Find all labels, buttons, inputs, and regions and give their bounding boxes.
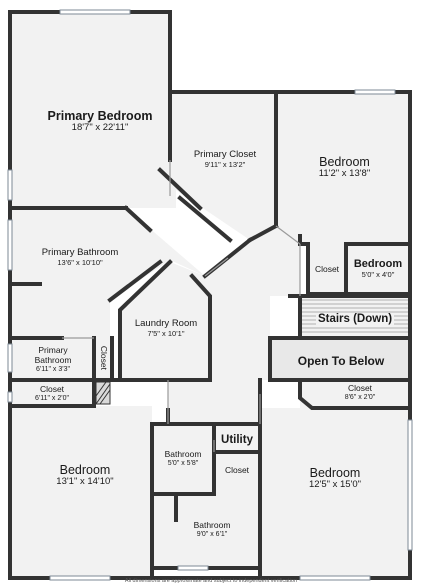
doors <box>62 160 301 452</box>
room-name: Closet <box>98 345 109 370</box>
label-bedroom-ne: Bedroom 11'2" x 13'8" <box>282 155 407 180</box>
label-bathroom-1: Bathroom 5'0" x 5'8" <box>152 449 214 468</box>
label-utility: Utility <box>214 430 260 448</box>
room-dims: 13'1" x 14'10" <box>56 476 114 488</box>
label-primary-bedroom: Primary Bedroom 18'7" x 22'11" <box>30 109 170 134</box>
floor-bedroom-se <box>260 408 410 578</box>
room-name: Bedroom <box>319 155 370 169</box>
room-name: Closet <box>314 264 340 274</box>
label-open-below: Open To Below <box>272 352 410 370</box>
room-dims: 5'0" x 4'0" <box>361 269 395 279</box>
label-closet-w: Closet 6'11" x 2'0" <box>10 384 94 403</box>
floor-bedroom-sw <box>10 406 152 578</box>
floor-closet-w <box>10 380 94 406</box>
floor-bathroom-1 <box>152 424 214 494</box>
room-name: Stairs (Down) <box>315 313 395 325</box>
label-closet-mid: Closet <box>214 465 260 476</box>
hatch-closet <box>95 381 111 405</box>
room-dims: 5'0" x 5'8" <box>167 459 199 467</box>
label-primary-bathroom-small: Primary Bathroom 6'11" x 3'3" <box>12 345 94 374</box>
room-dims: 12'5" x 15'0" <box>308 479 362 491</box>
room-name: Bedroom <box>309 466 361 480</box>
label-bedroom-small: Bedroom 5'0" x 4'0" <box>346 258 410 279</box>
room-dims: 9'0" x 6'1" <box>196 530 228 538</box>
room-name: Primary Bathroom <box>41 247 119 258</box>
floor-primary-bedroom <box>10 12 176 208</box>
room-name: Bathroom <box>193 520 231 530</box>
room-name: Bathroom <box>164 449 202 459</box>
label-closet-ne: Closet <box>308 264 346 275</box>
room-dims: 8'6" x 2'0" <box>344 393 376 401</box>
room-name: Utility <box>221 434 253 446</box>
floor-bathroom-2 <box>152 494 260 568</box>
room-dims: 11'2" x 13'8" <box>318 168 371 180</box>
label-laundry: Laundry Room 7'5" x 10'1" <box>122 318 210 339</box>
room-dims: 18'7" x 22'11" <box>71 122 129 134</box>
floor-closet-vertical <box>94 338 112 380</box>
room-name: Laundry Room <box>134 318 198 329</box>
room-name: Closet <box>347 383 373 393</box>
floor-bedroom-ne <box>276 92 410 244</box>
floor-bedroom-small <box>346 244 410 294</box>
room-name: Closet <box>39 384 65 394</box>
open-below-area <box>272 340 410 378</box>
floor-primary-bath-small <box>10 338 94 380</box>
label-bedroom-sw: Bedroom 13'1" x 14'10" <box>20 463 150 488</box>
room-dims: 6'11" x 2'0" <box>35 394 69 402</box>
room-name: Primary Closet <box>193 149 257 160</box>
room-name-line2: Bathroom <box>34 354 72 365</box>
floor-fills <box>10 12 410 578</box>
floor-primary-bathroom <box>10 208 205 338</box>
room-name: Closet <box>224 465 250 475</box>
label-stairs: Stairs (Down) <box>300 309 410 327</box>
floor-closet-mid <box>214 452 260 494</box>
room-name: Bedroom <box>353 258 403 270</box>
windows <box>7 9 413 581</box>
label-bathroom-2: Bathroom 9'0" x 6'1" <box>176 520 248 539</box>
label-primary-bathroom: Primary Bathroom 13'6" x 10'10" <box>20 247 140 268</box>
room-name-line1: Primary <box>38 345 68 355</box>
room-dims: 6'11" x 3'3" <box>36 365 70 373</box>
footer-disclaimer: All dimensions are approximate and subje… <box>124 578 298 584</box>
floor-utility <box>214 424 260 452</box>
label-closet-e: Closet 8'6" x 2'0" <box>312 383 408 402</box>
floor-primary-closet <box>176 92 276 240</box>
room-dims: 7'5" x 10'1" <box>147 328 185 338</box>
floor-laundry <box>120 262 210 380</box>
label-primary-closet: Primary Closet 9'11" x 13'2" <box>180 149 270 170</box>
floor-closet-ne <box>308 244 346 294</box>
floor-closet-e <box>300 380 410 408</box>
room-dims: 13'6" x 10'10" <box>57 257 103 267</box>
room-name: Open To Below <box>297 354 385 368</box>
label-bedroom-se: Bedroom 12'5" x 15'0" <box>270 466 400 491</box>
room-dims: 9'11" x 13'2" <box>204 159 246 169</box>
label-closet-vertical: Closet <box>98 338 109 378</box>
room-name: Primary Bedroom <box>47 109 153 123</box>
room-name: Bedroom <box>59 463 111 477</box>
